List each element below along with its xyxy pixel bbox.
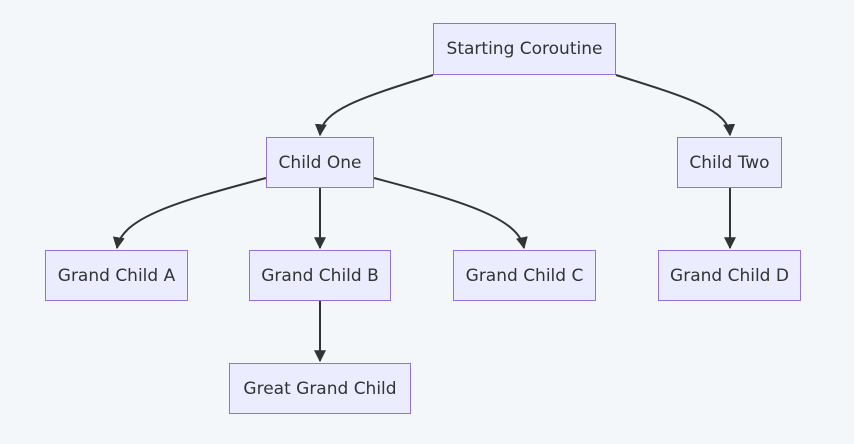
node-grand-child-b: Grand Child B — [249, 250, 391, 301]
node-label: Grand Child C — [465, 265, 584, 286]
node-label: Grand Child B — [261, 265, 379, 286]
edge-child-one-to-grand-child-c — [373, 177, 528, 250]
node-child-one: Child One — [266, 137, 374, 188]
edge-start-to-child-one — [314, 74, 434, 137]
node-grand-child-a: Grand Child A — [45, 250, 188, 301]
node-child-two: Child Two — [677, 137, 782, 188]
node-label: Great Grand Child — [243, 378, 397, 399]
node-grand-child-c: Grand Child C — [453, 250, 596, 301]
edge-child-one-to-grand-child-a — [112, 177, 267, 250]
node-grand-child-d: Grand Child D — [658, 250, 801, 301]
node-label: Grand Child A — [57, 265, 176, 286]
edge-start-to-child-two — [615, 74, 736, 137]
node-label: Child One — [278, 152, 362, 173]
node-starting-coroutine: Starting Coroutine — [433, 23, 616, 75]
node-label: Grand Child D — [670, 265, 789, 286]
node-great-grand-child: Great Grand Child — [229, 363, 411, 414]
node-label: Child Two — [689, 152, 770, 173]
node-label: Starting Coroutine — [446, 39, 603, 59]
